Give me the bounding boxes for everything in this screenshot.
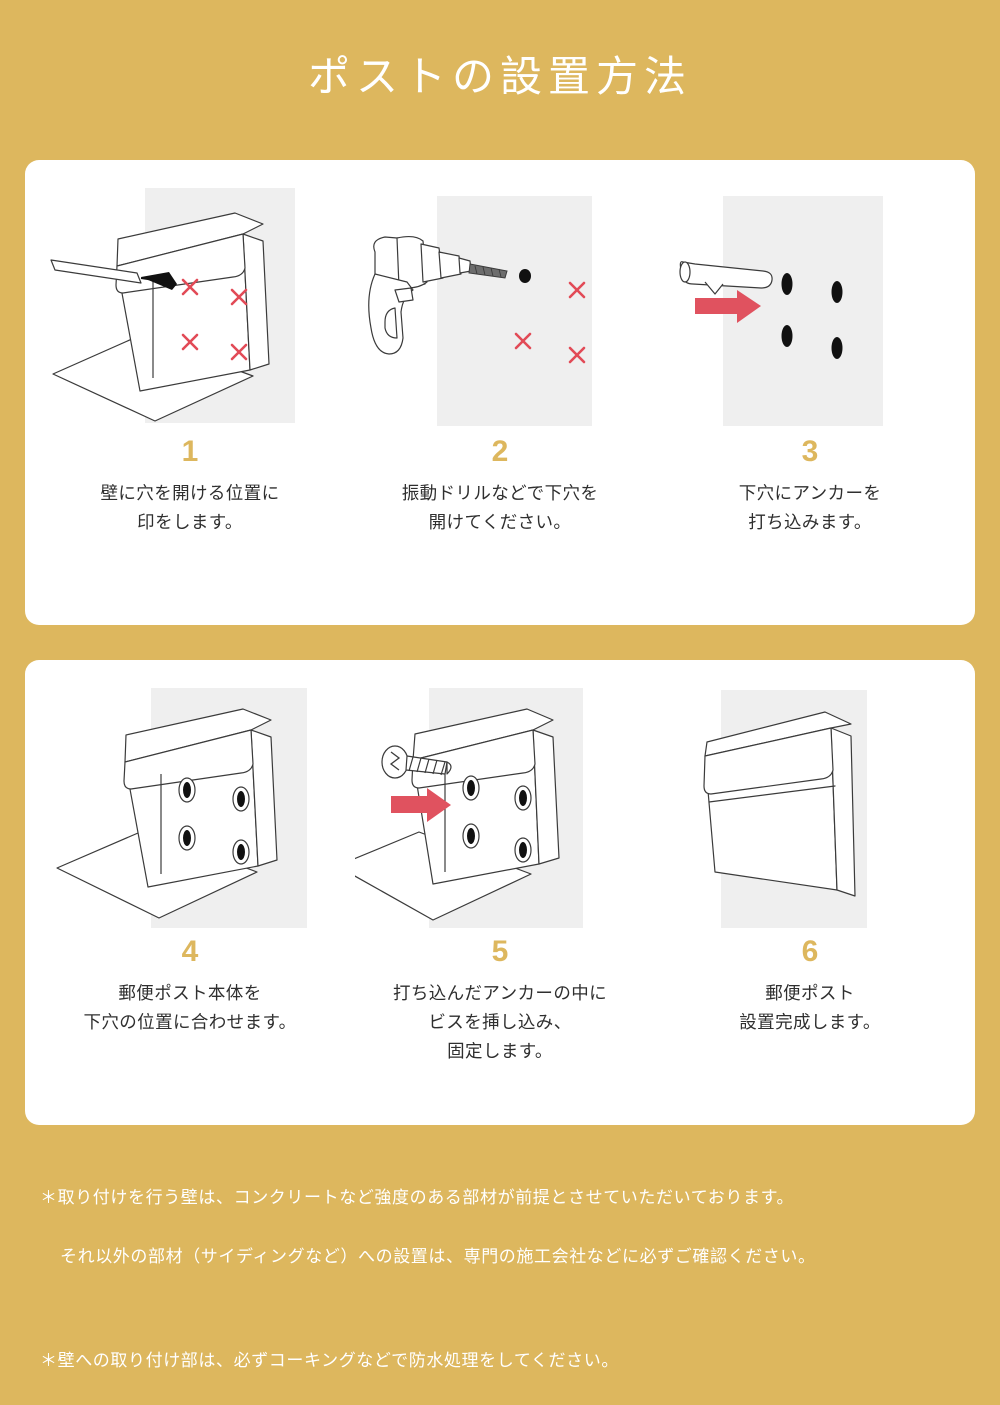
mailbox-lid-top: [116, 212, 264, 267]
step-5-number: 5: [491, 935, 509, 968]
footnote-1-line-2: それ以外の部材（サイディングなど）への設置は、専門の施工会社などに必ずご確認くだ…: [60, 1247, 816, 1267]
step-6-number: 6: [801, 935, 819, 968]
mark-x-1: [181, 278, 199, 296]
step-2-number: 2: [491, 435, 509, 468]
step-2-illustration: [355, 178, 645, 433]
hole-group: [781, 273, 843, 359]
pencil: [50, 259, 142, 284]
hole-3: [781, 325, 793, 347]
step-5: 5 打ち込んだアンカーの中に ビスを挿し込み、 固定します。: [345, 678, 655, 1111]
step-6-caption: 郵便ポスト 設置完成します。: [739, 983, 881, 1032]
hole-4: [831, 337, 843, 359]
mailbox-side: [242, 233, 270, 371]
mark-x-group: [181, 278, 248, 361]
mark-x-2: [230, 288, 248, 306]
drill-bit: [468, 263, 508, 279]
mailbox-lid-top: [704, 711, 852, 757]
steps-card-top: 1 壁に穴を開ける位置に 印をします。: [25, 160, 975, 625]
step-2: 2 振動ドリルなどで下穴を 開けてください。: [345, 178, 655, 611]
wall-anchor: [679, 261, 773, 295]
direction-arrow: [695, 290, 761, 323]
step-3-illustration: [665, 178, 955, 433]
hole-1: [781, 273, 793, 295]
step-1: 1 壁に穴を開ける位置に 印をします。: [35, 178, 345, 611]
mark-x-3: [514, 332, 532, 350]
step-1-illustration: [45, 178, 335, 433]
step-3-number: 3: [801, 435, 819, 468]
step-6: 6 郵便ポスト 設置完成します。: [655, 678, 965, 1111]
mark-x-2: [568, 281, 586, 299]
footnote-2: ＊壁への取り付け部は、必ずコーキングなどで防水処理をしてください。: [40, 1316, 970, 1405]
mailbox-lid-band: [703, 727, 834, 795]
steps-card-bottom: 4 郵便ポスト本体を 下穴の位置に合わせます。: [25, 660, 975, 1125]
step-6-illustration: [665, 678, 955, 933]
mailbox-side: [830, 727, 856, 897]
steps-row-2: 4 郵便ポスト本体を 下穴の位置に合わせます。: [25, 660, 975, 1125]
screw: [381, 745, 452, 779]
mailbox-lid-band: [123, 729, 254, 790]
step-3-caption: 下穴にアンカーを 打ち込みます。: [738, 483, 882, 532]
hammer-drill: [368, 235, 472, 355]
screw-slot: [389, 751, 401, 771]
mailbox-lid-top: [124, 708, 272, 763]
step-4: 4 郵便ポスト本体を 下穴の位置に合わせます。: [35, 678, 345, 1111]
step-5-caption: 打ち込んだアンカーの中に ビスを挿し込み、 固定します。: [392, 983, 608, 1061]
mailbox-side: [250, 729, 278, 867]
steps-row-1: 1 壁に穴を開ける位置に 印をします。: [25, 160, 975, 625]
mailbox-door-seam: [708, 785, 836, 803]
step-1-number: 1: [181, 435, 199, 468]
step-4-caption: 郵便ポスト本体を 下穴の位置に合わせます。: [83, 983, 297, 1032]
step-2-caption: 振動ドリルなどで下穴を 開けてください。: [401, 483, 599, 532]
mark-x-3: [181, 333, 199, 351]
pencil-lead-line: [140, 277, 176, 284]
step-4-illustration: [45, 678, 335, 933]
step-4-number: 4: [181, 935, 199, 968]
footnote-2-line-1: ＊壁への取り付け部は、必ずコーキングなどで防水処理をしてください。: [40, 1350, 619, 1370]
footnote-1: ＊取り付けを行う壁は、コンクリートなど強度のある部材が前提とさせていただいており…: [40, 1153, 970, 1302]
hole-group: [462, 775, 532, 863]
wall-panel: [437, 196, 592, 426]
step-1-caption: 壁に穴を開ける位置に 印をします。: [100, 483, 280, 532]
page-title: ポストの設置方法: [307, 53, 692, 100]
direction-arrow: [391, 788, 451, 822]
hole-group: [178, 777, 250, 865]
footnotes: ＊取り付けを行う壁は、コンクリートなど強度のある部材が前提とさせていただいており…: [40, 1153, 970, 1405]
step-3: 3 下穴にアンカーを 打ち込みます。: [655, 178, 965, 611]
mark-x-group: [514, 281, 586, 364]
mark-x-4: [568, 346, 586, 364]
mark-x-4: [230, 343, 248, 361]
hole-2: [831, 281, 843, 303]
footnote-1-line-1: ＊取り付けを行う壁は、コンクリートなど強度のある部材が前提とさせていただいており…: [40, 1187, 795, 1207]
mailbox-lid-top: [412, 708, 554, 761]
drilled-hole: [519, 269, 531, 283]
mailbox-side: [532, 729, 560, 865]
step-5-illustration: [355, 678, 645, 933]
